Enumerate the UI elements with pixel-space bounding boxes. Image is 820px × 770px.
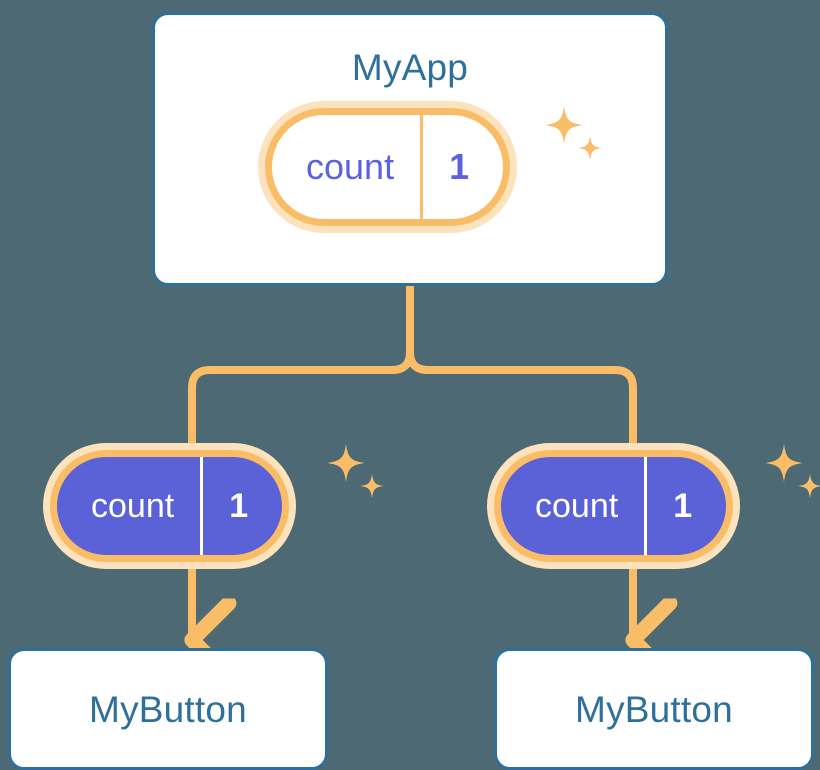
connector-app-to-left-state [188,282,414,456]
state-pill-myapp[interactable]: count 1 [265,108,511,226]
component-card-mybutton-right[interactable]: MyButton [494,648,814,770]
state-key-label: count [306,146,395,187]
state-key-label: count [535,486,619,525]
component-title: MyButton [89,689,247,730]
state-value-label: 1 [200,457,282,555]
connector-app-to-right-state [406,282,637,456]
page-title: MyApp [351,47,469,88]
state-pill-right-child[interactable]: count 1 [494,450,734,562]
state-pill-left-child[interactable]: count 1 [50,450,290,562]
state-value-label: 1 [644,457,726,555]
state-value-label: 1 [420,115,503,219]
component-title: MyButton [575,689,733,730]
component-card-mybutton-left[interactable]: MyButton [8,648,328,770]
state-key-label: count [91,486,175,525]
